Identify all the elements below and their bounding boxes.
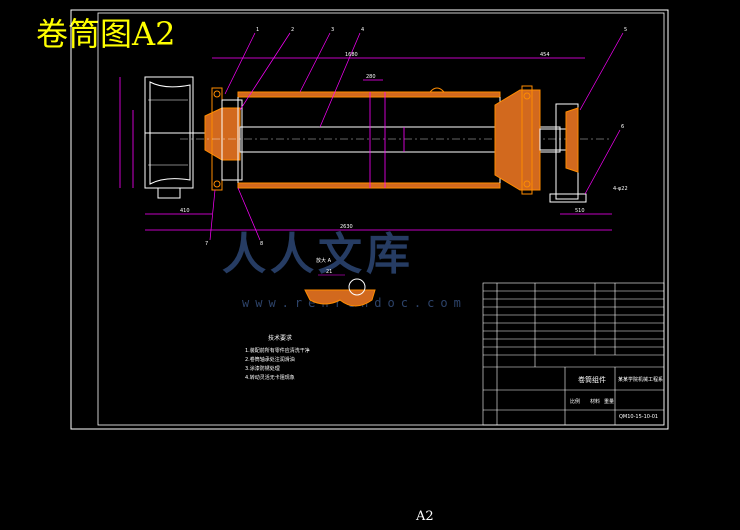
dim-right-offset: 510	[575, 208, 585, 214]
detail-view-a: 21 放大 A	[304, 257, 376, 307]
drawing-number: QM10-15-10-01	[619, 414, 658, 420]
dim-left-offset: 410	[180, 208, 190, 214]
tech-line: 4.转动灵活无卡阻现象	[245, 374, 295, 381]
balloon-1: 1	[256, 27, 259, 33]
school-name: 某某学院机械工程系	[618, 376, 663, 383]
detail-dim: 21	[326, 269, 332, 275]
tech-requirements: 技术要求 1.装配前所有零件应清洗干净 2.卷筒轴承处注润滑油 3.涂漆防锈处理…	[245, 334, 310, 381]
balloon-7: 7	[205, 241, 208, 247]
balloon-8: 8	[260, 241, 263, 247]
tech-line: 3.涂漆防锈处理	[245, 365, 280, 372]
left-housing	[144, 76, 210, 199]
watermark-text: 人人文库	[222, 229, 414, 280]
dim-gear-size: 4-φ22	[613, 186, 628, 192]
title-block	[482, 282, 665, 426]
balloon-5: 5	[624, 27, 627, 33]
sheet-size-caption: A2	[416, 509, 434, 524]
balloon-2: 2	[291, 27, 294, 33]
scale-label: 比例	[570, 398, 580, 405]
part-name: 卷筒组件	[578, 375, 606, 384]
tech-line: 2.卷筒轴承处注润滑油	[245, 356, 295, 363]
balloon-4: 4	[361, 27, 364, 33]
balloon-3: 3	[331, 27, 334, 33]
right-hub	[494, 85, 571, 195]
weight-label: 重量	[604, 398, 614, 405]
leader-lines	[209, 32, 624, 241]
dimension-texts: 1680 454 2630 410 510 4-φ22 280	[180, 52, 628, 230]
dim-total-length: 2630	[340, 224, 353, 230]
drawing-title: 卷筒图A2	[36, 15, 176, 53]
tech-line: 1.装配前所有零件应清洗干净	[245, 347, 310, 354]
detail-note: 放大 A	[316, 257, 332, 264]
tech-heading: 技术要求	[268, 334, 292, 342]
dimension-lines	[119, 57, 612, 231]
material-label: 材料	[590, 398, 600, 405]
balloon-6: 6	[621, 124, 624, 130]
outer-frame	[70, 9, 669, 430]
inner-frame	[97, 12, 665, 426]
dim-shell-length: 1680	[345, 52, 358, 58]
right-bearing	[549, 103, 587, 203]
balloons: 1 2 3 4 5 6 7 8	[205, 27, 627, 247]
dim-small: 280	[366, 74, 376, 80]
title-block-texts: 卷筒组件 某某学院机械工程系 QM10-15-10-01 比例 材料 重量	[570, 375, 663, 420]
drum-shell	[237, 87, 501, 189]
dim-right-overhang: 454	[540, 52, 550, 58]
shaft	[180, 126, 610, 153]
